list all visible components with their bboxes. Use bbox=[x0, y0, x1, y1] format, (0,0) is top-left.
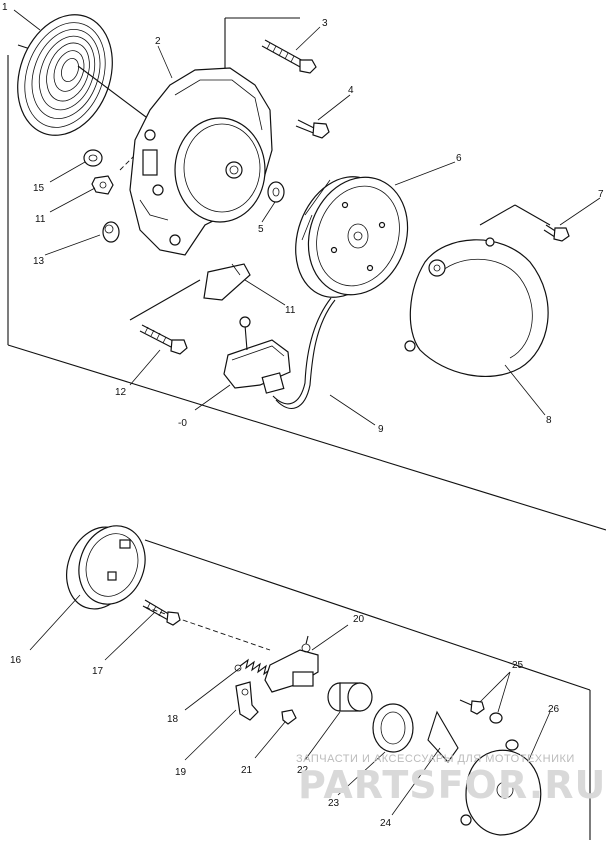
flywheel bbox=[295, 176, 409, 298]
bushing-22 bbox=[327, 682, 373, 712]
callout-18: 18 bbox=[167, 714, 179, 725]
flywheel-cover bbox=[404, 237, 549, 378]
switch-assembly bbox=[264, 635, 319, 693]
callout-labels: 1 2 3 4 5 6 7 8 9 -0 11 11 12 13 15 16 1… bbox=[2, 2, 604, 829]
pickup-coil bbox=[223, 316, 291, 394]
bolt-25 bbox=[459, 699, 519, 751]
callout-3: 3 bbox=[322, 18, 328, 29]
spring-18 bbox=[234, 658, 273, 676]
callout-7: 7 bbox=[598, 189, 604, 200]
cover-plate-26 bbox=[460, 749, 542, 836]
callout-8: 8 bbox=[546, 415, 552, 426]
callout-10: -0 bbox=[178, 418, 187, 429]
leader-lines bbox=[13, 9, 601, 816]
bracket-19 bbox=[235, 681, 259, 721]
watermark-logo: PARTSFOR.RU bbox=[298, 763, 606, 807]
magneto-housing bbox=[129, 67, 273, 256]
callout-11-left: 11 bbox=[35, 214, 46, 225]
watermark-tagline: ЗАПЧАСТИ И АКСЕССУАРЫ ДЛЯ МОТОТЕХНИКИ bbox=[296, 753, 575, 765]
bolt-4 bbox=[295, 119, 330, 139]
callout-22: 22 bbox=[297, 765, 309, 776]
callout-16: 16 bbox=[10, 655, 22, 666]
callout-26: 26 bbox=[548, 704, 560, 715]
callout-4: 4 bbox=[348, 85, 354, 96]
assembly-reference-lines bbox=[7, 17, 606, 840]
callout-19: 19 bbox=[175, 767, 187, 778]
bolt-12 bbox=[139, 324, 188, 355]
callout-6: 6 bbox=[456, 153, 462, 164]
callout-9: 9 bbox=[378, 424, 384, 435]
callout-17: 17 bbox=[92, 666, 104, 677]
screw-7 bbox=[543, 224, 570, 242]
wire-lead bbox=[272, 297, 336, 409]
callout-20: 20 bbox=[353, 614, 365, 625]
callout-15: 15 bbox=[33, 183, 45, 194]
callout-12: 12 bbox=[115, 387, 127, 398]
callout-13: 13 bbox=[33, 256, 45, 267]
starter-cup bbox=[66, 525, 146, 610]
watermark: ЗАПЧАСТИ И АКСЕССУАРЫ ДЛЯ МОТОТЕХНИКИ PA… bbox=[296, 753, 606, 807]
pin-21 bbox=[281, 709, 297, 725]
callout-5: 5 bbox=[258, 224, 264, 235]
callout-1: 1 bbox=[2, 2, 8, 13]
bolt-17 bbox=[142, 599, 181, 626]
callout-25: 25 bbox=[512, 660, 524, 671]
spacer-13 bbox=[102, 221, 120, 243]
seal-23 bbox=[372, 703, 414, 753]
seal-5 bbox=[267, 181, 285, 203]
callout-24: 24 bbox=[380, 818, 392, 829]
callout-2: 2 bbox=[155, 36, 161, 47]
recoil-spring bbox=[17, 14, 151, 136]
bracket-plate bbox=[203, 263, 251, 301]
gasket-24 bbox=[427, 710, 459, 763]
callout-23: 23 bbox=[328, 798, 340, 809]
callout-21: 21 bbox=[241, 765, 253, 776]
callout-11-upper: 11 bbox=[285, 305, 296, 316]
bolt-3 bbox=[261, 39, 317, 74]
washer-15 bbox=[83, 149, 103, 167]
nut-11 bbox=[91, 175, 114, 195]
